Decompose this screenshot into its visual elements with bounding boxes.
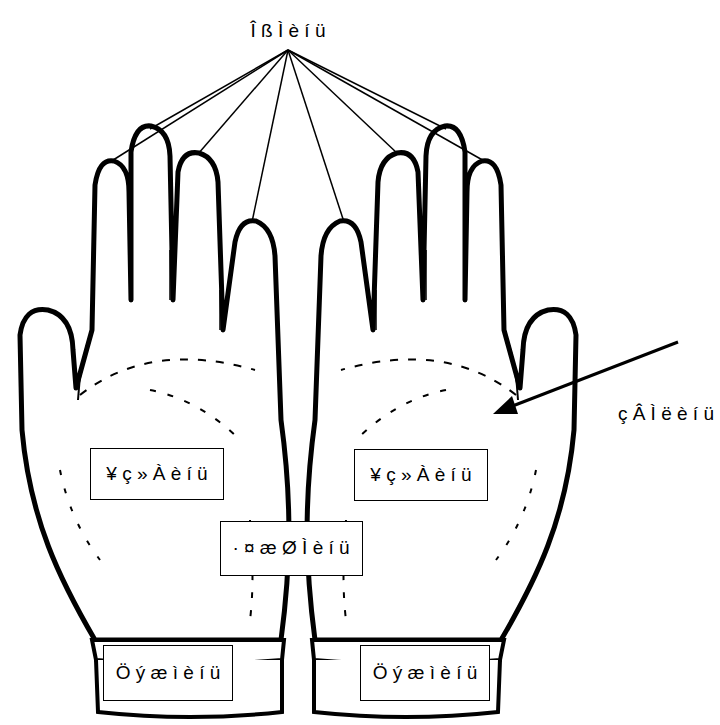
text-box: Ö ý æ ì è í ü [103,645,233,701]
box-label: Ö ý æ ì è í ü [373,662,478,685]
left-hand [20,126,289,717]
box-label: · ¤ æ Ø Ì è í ü [232,537,349,560]
box-label: ¥ ç » À è í ü [106,463,207,486]
text-box: Ö ý æ ì è í ü [360,645,490,701]
callout-label: Î ß Ì è í ü [249,20,328,43]
text-box: ¥ ç » À è í ü [90,448,224,500]
callout-label: ç Â Ì ë è í ü [616,403,716,426]
text-box: ¥ ç » À è í ü [354,449,488,501]
right-hand [307,126,576,717]
text-box: · ¤ æ Ø Ì è í ü [220,521,363,576]
box-label: ¥ ç » À è í ü [370,464,471,487]
leader-lines [110,50,486,222]
box-label: Ö ý æ ì è í ü [116,662,221,685]
